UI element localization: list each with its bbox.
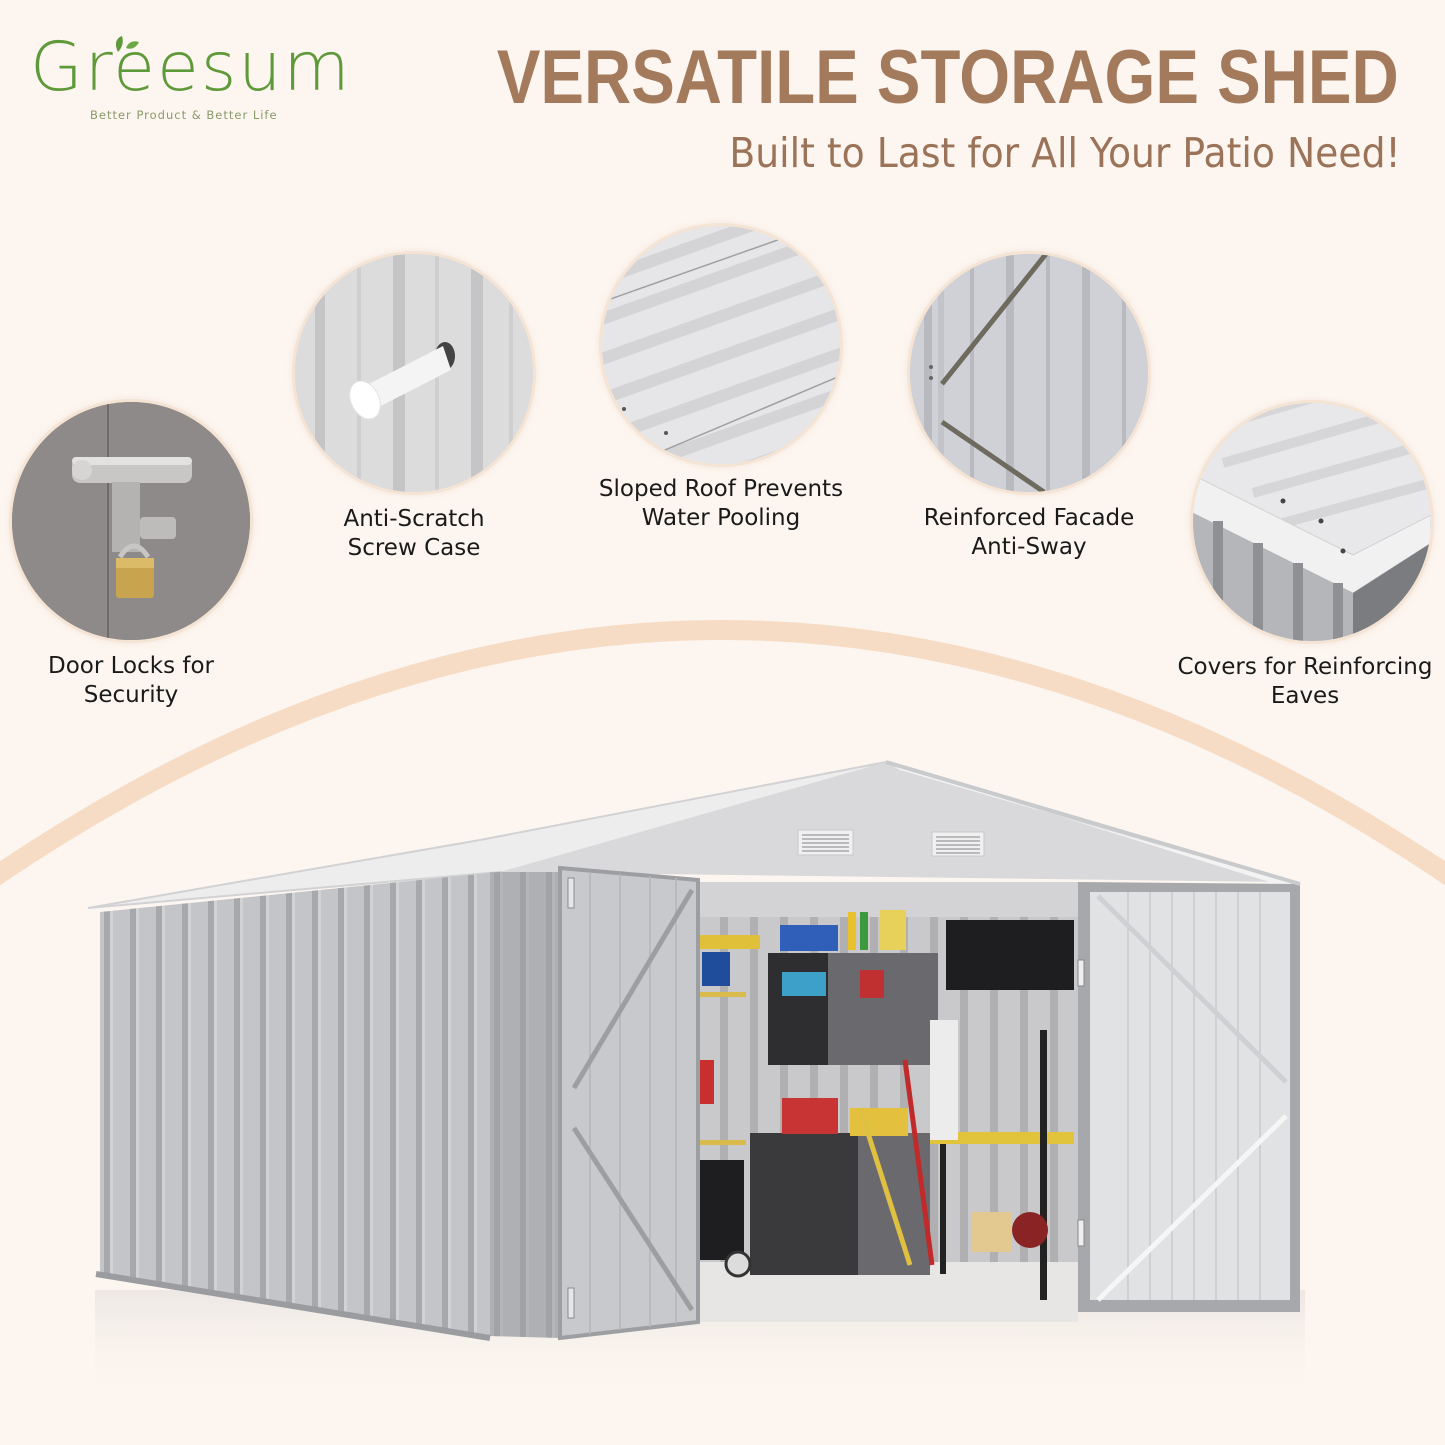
page-subtitle: Built to Last for All Your Patio Need! — [729, 129, 1401, 177]
vent-icon — [797, 829, 985, 857]
page-title: VERSATILE STORAGE SHED — [497, 35, 1399, 120]
feature-label-line2: Security — [83, 682, 179, 708]
padlock-latch-icon — [12, 402, 250, 640]
feature-label-line2: Screw Case — [347, 535, 481, 561]
feature-label-line1: Reinforced Facade — [923, 505, 1135, 531]
screw-cap-icon — [295, 254, 533, 492]
feature-label-line1: Covers for Reinforcing — [1177, 654, 1433, 680]
eave-corner-icon — [1193, 403, 1431, 641]
feature-label-line1: Anti-Scratch — [343, 506, 485, 532]
brand-logo: Greesum Better Product & Better Life — [30, 28, 390, 128]
leaf-icon — [115, 36, 139, 52]
brand-name: Greesum — [30, 28, 352, 107]
feature-label-line1: Door Locks for — [48, 653, 214, 679]
diagonal-brace-icon — [910, 254, 1148, 492]
feature-label-line2: Eaves — [1270, 683, 1340, 709]
feature-label-line2: Water Pooling — [641, 505, 801, 531]
feature-label-line2: Anti-Sway — [971, 534, 1087, 560]
feature-label-line1: Sloped Roof Prevents — [598, 476, 844, 502]
brand-tagline: Better Product & Better Life — [90, 108, 278, 122]
